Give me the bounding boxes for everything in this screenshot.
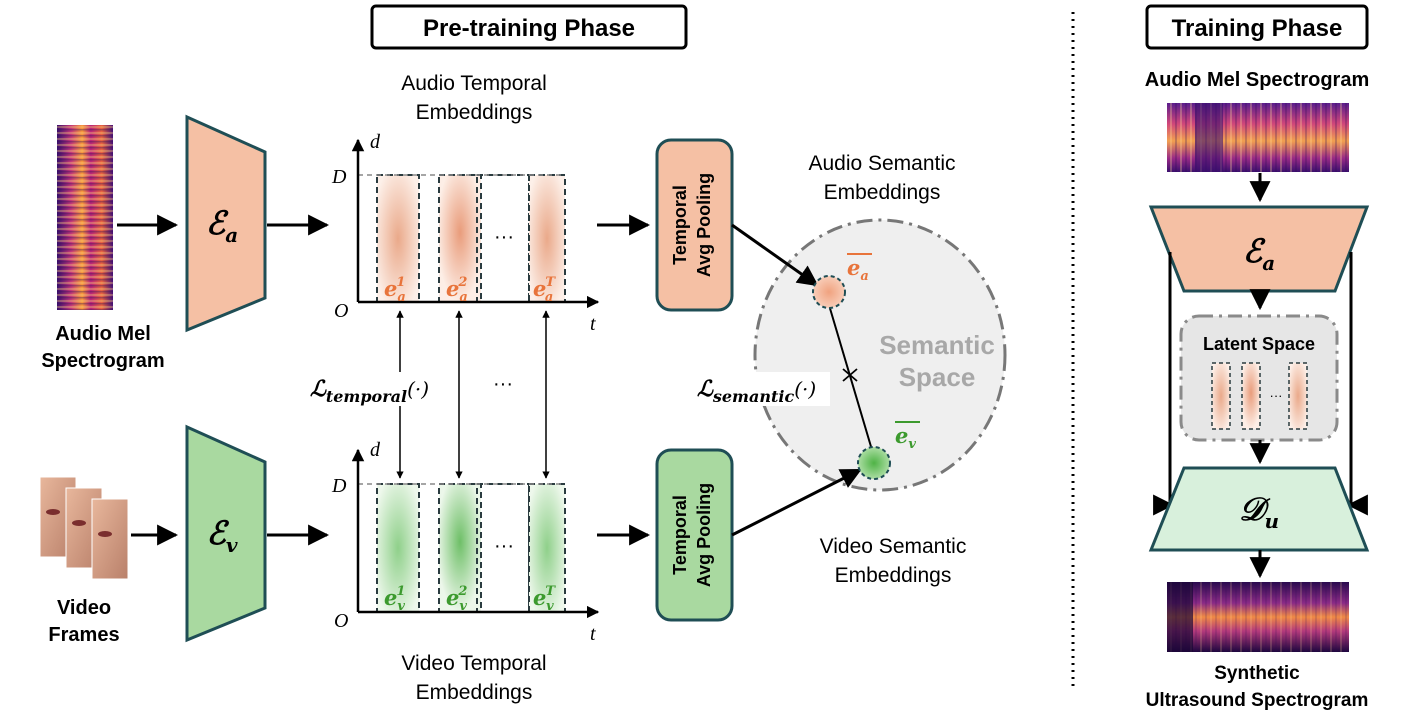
arrow-audio-pooling-to-space [731, 223, 819, 287]
video-frames-image [39, 476, 129, 580]
video-axis-D: D [331, 475, 347, 497]
video-encoder-symbol: ℰv [207, 514, 238, 557]
video-pooling-line2: Avg Pooling [694, 483, 714, 587]
training-decoder: 𝒟u [1148, 466, 1370, 552]
training-header: Training Phase [1145, 4, 1369, 50]
audio-embedding-column [376, 174, 420, 303]
training-title: Training Phase [1172, 15, 1343, 42]
video-pooling-box: Temporal Avg Pooling [655, 448, 734, 622]
training-output-label-line1: Synthetic [1214, 663, 1300, 684]
audio-semantic-title-line1: Audio Semantic [808, 152, 955, 175]
video-semantic-title-line1: Video Semantic [820, 535, 967, 558]
semantic-midpoint-marker [842, 368, 858, 382]
pretraining-header: Pre-training Phase [370, 4, 688, 50]
video-input-label-line2: Frames [48, 624, 119, 646]
arrow-video-pooling-to-space [731, 468, 862, 537]
training-audio-spectrogram-image [1167, 103, 1349, 172]
pretraining-title: Pre-training Phase [423, 15, 635, 42]
video-semantic-title-line2: Embeddings [835, 564, 952, 587]
training-encoder-symbol: ℰa [1243, 232, 1275, 275]
audio-axis-t: t [590, 313, 596, 335]
audio-semantic-point [812, 275, 846, 309]
semantic-space-line1: Semantic [879, 330, 995, 360]
semantic-distance-line [828, 304, 873, 451]
latent-ellipsis: ··· [1270, 388, 1283, 403]
audio-temporal-title-line1: Audio Temporal [401, 72, 547, 95]
latent-space-label: Latent Space [1203, 334, 1315, 354]
audio-ellipsis: ··· [494, 226, 514, 248]
audio-semantic-title-line2: Embeddings [824, 181, 941, 204]
audio-axis-O: O [334, 300, 348, 322]
video-ellipsis: ··· [494, 535, 514, 557]
temporal-loss-label: ℒtemporal(·) [310, 376, 429, 406]
video-axis-t: t [590, 623, 596, 645]
audio-input-label-line2: Spectrogram [41, 350, 164, 372]
audio-mel-spectrogram-image [57, 125, 113, 310]
latent-space-box: Latent Space ··· [1179, 314, 1339, 442]
video-input-label-line1: Video [57, 597, 111, 619]
audio-encoder-symbol: ℰa [206, 204, 238, 247]
audio-pooling-line2: Avg Pooling [694, 173, 714, 277]
semantic-loss-label: ℒsemantic(·) [697, 376, 816, 406]
audio-input-label-line1: Audio Mel [55, 323, 151, 345]
video-axis-O: O [334, 610, 348, 632]
video-axis-d: d [370, 439, 381, 461]
video-mean-label: ev [895, 423, 916, 452]
audio-axis-d: d [370, 131, 381, 153]
video-semantic-point [857, 446, 891, 480]
synthetic-ultrasound-spectrogram-image [1167, 582, 1349, 652]
training-encoder: ℰa [1148, 205, 1370, 293]
video-embedding-column [528, 483, 566, 613]
training-output-label-line2: Ultrasound Spectrogram [1146, 690, 1369, 711]
training-input-label: Audio Mel Spectrogram [1145, 69, 1369, 91]
audio-encoder: ℰa [185, 114, 267, 333]
video-temporal-title-line1: Video Temporal [401, 652, 546, 675]
temporal-loss-ellipsis: ··· [493, 373, 513, 395]
audio-temporal-title-line2: Embeddings [416, 101, 533, 124]
video-encoder: ℰv [185, 424, 267, 643]
video-pooling-line1: Temporal [670, 495, 690, 575]
skip-connection-right [1346, 252, 1368, 516]
audio-mean-label: ea [847, 255, 869, 284]
semantic-space-line2: Space [899, 362, 976, 392]
audio-axis-D: D [331, 166, 347, 188]
video-temporal-title-line2: Embeddings [416, 681, 533, 704]
audio-pooling-box: Temporal Avg Pooling [655, 138, 734, 312]
video-embedding-column [438, 483, 482, 613]
skip-connection-left [1153, 252, 1175, 516]
video-frame [91, 498, 129, 580]
audio-embedding-column [528, 174, 566, 303]
audio-pooling-line1: Temporal [670, 185, 690, 265]
